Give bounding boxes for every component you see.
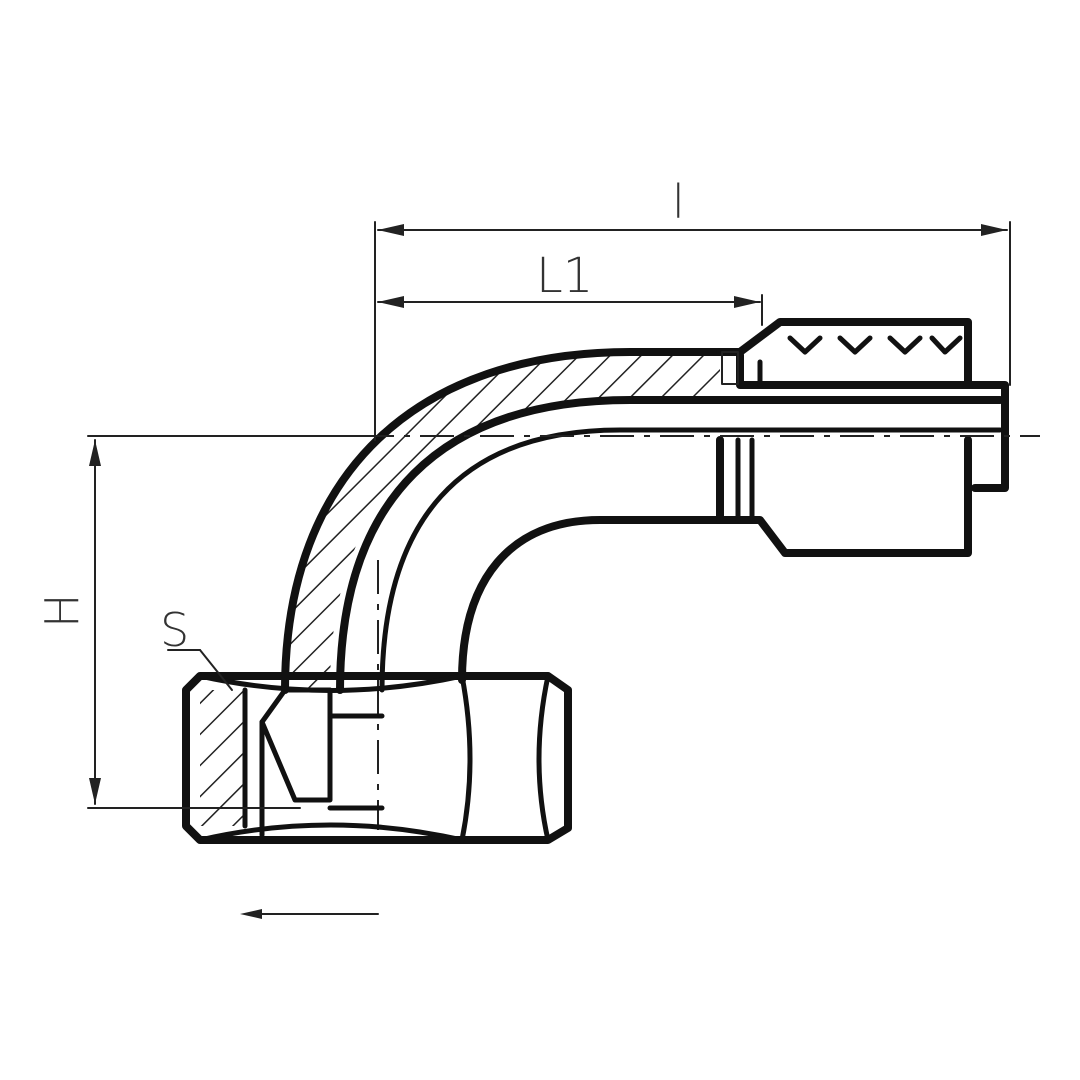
ferrule-teeth [787,335,963,355]
dimension-l1-label: L1 [536,248,593,304]
elbow-bore-outer [336,396,1004,694]
dimension-l: l [374,175,1011,441]
dimension-l1: L1 [377,248,763,326]
elbow-outer-contour [281,348,724,694]
dimension-h-label: H [35,593,89,628]
dimension-l-label: l [672,175,685,229]
dimension-s-label: S [160,603,189,657]
elbow-lower-contour [458,516,724,684]
swivel-nut [182,672,572,844]
flow-arrow [240,909,379,919]
ferrule [716,318,1009,557]
dimension-s: S [160,603,233,691]
nut-section [200,690,245,826]
elbow-bore-inner [379,427,1003,693]
dimension-h: H [35,435,376,809]
seat-cone [259,687,333,803]
